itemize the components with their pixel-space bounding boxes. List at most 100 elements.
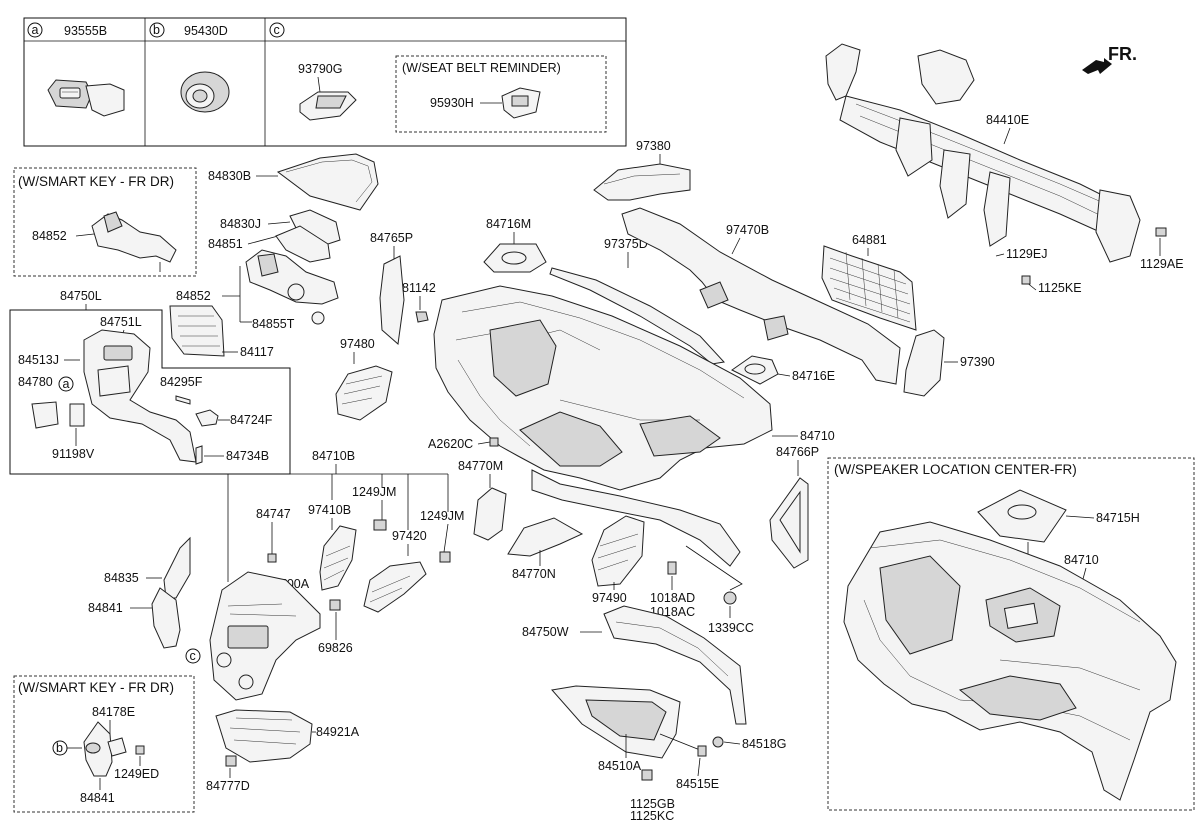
front-direction-arrow: FR. [1082,44,1137,74]
part-84852-smart: 84852 [32,229,67,243]
legend-c-part: 93790G [298,62,342,76]
front-direction-label: FR. [1108,44,1137,64]
grommet-84855T [311,311,325,325]
part-84921A: 84921A [316,725,360,739]
callout-a-circle [27,22,43,38]
part-84710-speaker: 84710 [1064,553,1099,567]
part-97480: 97480 [340,337,375,351]
steering-support-84410E [825,43,1141,263]
duct-97470B [621,207,901,385]
part-81142: 81142 [402,281,436,295]
seat-belt-box [395,55,607,133]
part-84851: 84851 [208,237,243,251]
callout-b-label: b [56,741,63,755]
cover-64881 [821,245,917,331]
seat-belt-switch-drawing [501,87,541,119]
callout-a-label: a [63,377,70,391]
part-84770M: 84770M [458,459,503,473]
center-fascia-84710B [209,571,321,701]
part-84852: 84852 [176,289,211,303]
speaker-group-title: (W/SPEAKER LOCATION CENTER-FR) [834,462,1077,477]
seat-belt-title: (W/SEAT BELT REMINDER) [402,61,561,75]
part-84724F: 84724F [230,413,273,427]
part-1339CC: 1339CC [708,621,754,635]
part-84178E: 84178E [92,705,135,719]
garnish-84770M [473,487,507,541]
part-84513J: 84513J [18,353,59,367]
part-84830B: 84830B [208,169,251,183]
part-84410E: 84410E [986,113,1029,127]
part-84855T: 84855T [252,317,295,331]
legend-a-part: 93555B [64,24,107,38]
part-84716M: 84716M [486,217,531,231]
lower-panel-group: 84750L 84751L 84513J 84780 a 91198V 8429… [9,289,291,475]
cover-84841 [151,587,181,649]
part-1129EJ: 1129EJ [1006,247,1047,261]
cover-84780 [31,401,59,429]
tray-84921A [215,709,313,763]
part-64881: 64881 [852,233,887,247]
part-97390: 97390 [960,355,995,369]
part-84747: 84747 [256,507,291,521]
clip-84724F [195,409,219,427]
part-84710: 84710 [800,429,835,443]
part-84710B: 84710B [312,449,355,463]
part-84770N: 84770N [512,567,556,581]
part-97490: 97490 [592,591,627,605]
seat-belt-part: 95930H [430,96,474,110]
legend-a-letter: a [32,23,39,37]
part-1129AE: 1129AE [1140,257,1184,271]
part-97380: 97380 [636,139,671,153]
vent-97420 [363,561,427,613]
vent-97410B [319,525,357,591]
switch-c-drawing [299,91,357,121]
part-1125KE: 1125KE [1038,281,1082,295]
smart-key-top-title: (W/SMART KEY - FR DR) [18,174,174,189]
part-84751L: 84751L [100,315,142,329]
cover-91198V [69,403,85,427]
part-84765P: 84765P [370,231,413,245]
duct-97380 [593,163,691,201]
panel-84117 [169,305,225,357]
legend-table: a 93555B b 95430D c 93790G (W/SEAT BELT … [23,17,627,147]
part-84841: 84841 [88,601,123,615]
part-1249JM-b: 1249JM [420,509,464,523]
part-84780: 84780 [18,375,53,389]
legend-b-part: 95430D [184,24,228,38]
part-84830J: 84830J [220,217,261,231]
part-84518G: 84518G [742,737,786,751]
speaker-location-group: (W/SPEAKER LOCATION CENTER-FR) 84715H 84… [827,457,1195,811]
part-84835: 84835 [104,571,139,585]
part-84716E: 84716E [792,369,835,383]
part-97420: 97420 [392,529,427,543]
part-84841-smart: 84841 [80,791,115,805]
part-84777D: 84777D [206,779,250,793]
part-69826: 69826 [318,641,353,655]
part-84715H: 84715H [1096,511,1140,525]
part-91198V: 91198V [52,447,95,461]
part-84750W: 84750W [522,625,569,639]
vent-97480 [335,365,393,421]
legend-c-letter: c [274,23,280,37]
part-84295F: 84295F [160,375,203,389]
part-97410B: 97410B [308,503,351,517]
part-1018AD: 1018AD [650,591,695,605]
cover-84835 [163,536,191,599]
garnish-84765P [379,255,405,345]
part-1125KC: 1125KC [630,809,674,820]
smart-key-bottom-group: (W/SMART KEY - FR DR) 84178E b 1249ED 84… [13,675,195,813]
lower-panel-84750W [603,605,747,725]
part-1125GB: 1125GB [630,797,675,811]
part-84734B: 84734B [226,449,269,463]
part-1249JM-a: 1249JM [352,485,396,499]
switch-b-drawing [180,71,230,113]
part-1249ED: 1249ED [114,767,159,781]
part-84117: 84117 [240,345,274,359]
duct-97390 [903,329,945,397]
smart-key-bottom-title: (W/SMART KEY - FR DR) [18,680,174,695]
cover-84770N [507,517,584,557]
part-84766P: 84766P [776,445,819,459]
vent-97490 [591,515,645,587]
switch-a-drawing [47,79,125,117]
